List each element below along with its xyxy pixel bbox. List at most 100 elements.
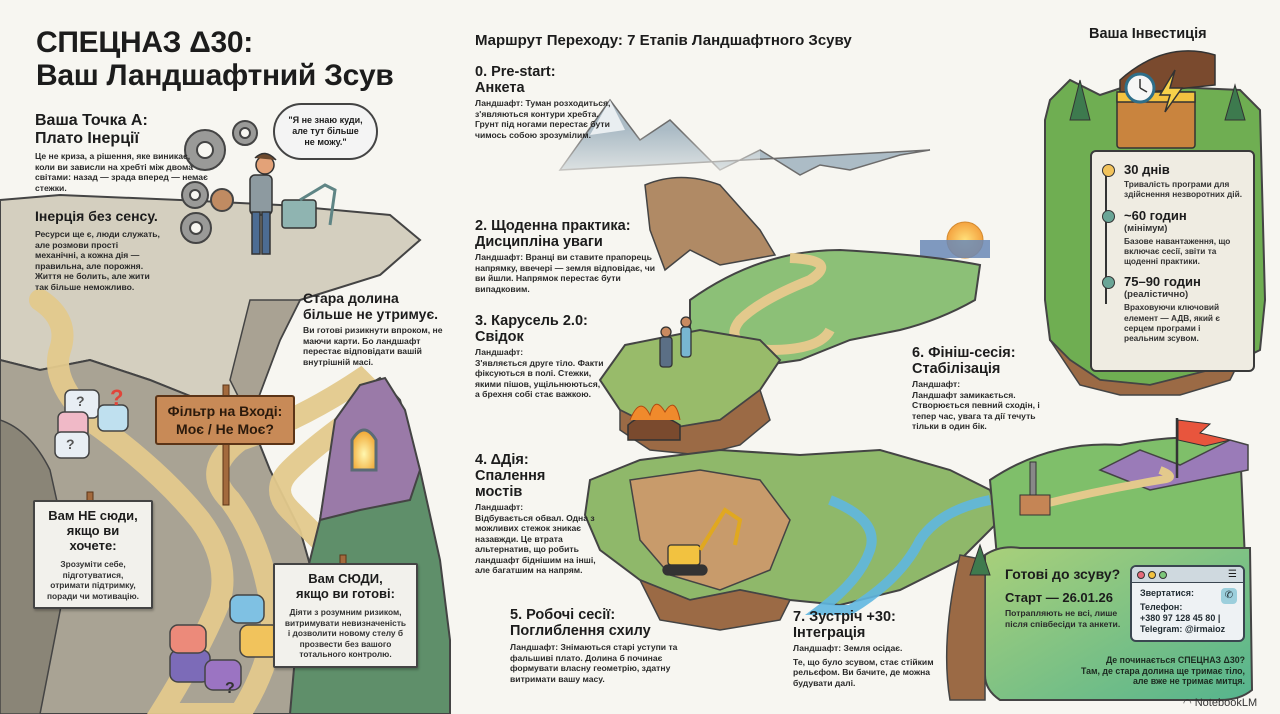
closing-line-1: Де починається СПЕЦНАЗ Δ30? xyxy=(1105,655,1245,665)
stage-7-title-1: 7. Зустріч +30: xyxy=(793,609,896,625)
not-here-text: Зрозуміти себе, підготуватися, отримати … xyxy=(47,559,139,601)
window-dot-yellow xyxy=(1148,571,1156,579)
stage-2-title-1: 2. Щоденна практика: xyxy=(475,218,631,234)
stage-3-title-1: 3. Карусель 2.0: xyxy=(475,313,588,329)
investment-item-title: 75–90 годин xyxy=(1124,274,1201,290)
old-valley-title-1: Стара долина xyxy=(303,290,399,306)
inertia-title: Інерція без сенсу. xyxy=(35,208,158,224)
point-a-section: Ваша Точка А: Плато Інерції Це не криза,… xyxy=(35,112,210,193)
closing-line-3: але вже не тримає митця. xyxy=(1133,676,1245,687)
not-here-title-1: Вам НЕ сюди, xyxy=(48,508,138,523)
stage-4-label: Ландшафт: xyxy=(475,502,524,512)
stage-3-title-2: Свідок xyxy=(475,329,524,345)
contact-window: ☰ Звертатися: ✆ Телефон: +380 97 128 45 … xyxy=(1130,565,1245,642)
investment-item-text: Базове навантаження, що включає сесії, з… xyxy=(1124,235,1231,267)
clock-icon xyxy=(1102,164,1115,177)
contact-label: Звертатися: xyxy=(1140,588,1195,598)
stage-0-title-2: Анкета xyxy=(475,80,525,96)
contact-body: Звертатися: ✆ Телефон: +380 97 128 45 80… xyxy=(1132,583,1243,640)
stage-6-label: Ландшафт: xyxy=(912,379,961,389)
filter-signpost: Фільтр на Вході: Моє / Не Моє? xyxy=(155,395,295,445)
phone-label: Телефон: xyxy=(1140,602,1183,612)
investment-item: 75–90 годин (реалістично) Враховуючи клю… xyxy=(1102,274,1243,344)
window-dot-green xyxy=(1159,571,1167,579)
stage-4-title-1: 4. ΔДія: xyxy=(475,452,529,468)
page-title: СПЕЦНАЗ Δ30: Ваш Ландшафтний Зсув xyxy=(36,26,394,92)
stage-3-label: Ландшафт: xyxy=(475,347,524,357)
notebooklm-logo-icon: ◠ xyxy=(1183,698,1192,709)
cta-section: Готові до зсуву? Старт — 26.01.26 Потрап… xyxy=(1005,566,1125,629)
stage-4-title-3: мостів xyxy=(475,484,523,500)
stage-3-text: З'являється друге тіло. Факти фіксуються… xyxy=(475,357,604,400)
stage-7-title-2: Інтеграція xyxy=(793,625,866,641)
stage-5-title-2: Поглиблення схилу xyxy=(510,623,651,639)
closing-line-2: Там, де стара долина ще тримає тіло, xyxy=(1080,665,1245,676)
point-a-text: Це не криза, а рішення, яке виникає, кол… xyxy=(35,151,208,193)
brand-name: NotebookLM xyxy=(1194,697,1258,709)
investment-item-sub: (реалістично) xyxy=(1124,289,1189,301)
route-title: Маршрут Переходу: 7 Етапів Ландшафтного … xyxy=(475,32,852,49)
inertia-section: Інерція без сенсу. Ресурси ще є, люди сл… xyxy=(35,207,160,292)
inertia-text: Ресурси ще є, люди служать, але розмови … xyxy=(35,229,160,292)
phone-number[interactable]: +380 97 128 45 80 | xyxy=(1140,613,1221,623)
not-here-sign: Вам НЕ сюди, якщо ви хочете: Зрозуміти с… xyxy=(33,500,153,609)
stage-6: 6. Фініш-сесія: Стабілізація Ландшафт: Л… xyxy=(912,345,1062,432)
investment-item-text: Тривалість програми для здійснення незво… xyxy=(1124,179,1243,200)
stage-6-text: Ландшафт замикається. Створюється певний… xyxy=(912,389,1040,432)
closing-question: Де починається СПЕЦНАЗ Δ30? Там, де стар… xyxy=(1040,655,1245,687)
telegram-handle[interactable]: Telegram: @irmaioz xyxy=(1140,624,1226,634)
investment-item-title: 30 днів xyxy=(1124,162,1170,177)
here-sign: Вам СЮДИ, якщо ви готові: Діяти з розумн… xyxy=(273,563,418,668)
stage-7-text: Те, що було зсувом, стає стійким рельєфо… xyxy=(793,656,934,688)
stage-4: 4. ΔДія: Спалення мостів Ландшафт: Відбу… xyxy=(475,452,610,576)
brand-watermark: ◠ NotebookLM xyxy=(1183,697,1257,710)
window-titlebar: ☰ xyxy=(1132,567,1243,583)
title-line-2: Ваш Ландшафтний Зсув xyxy=(36,59,394,92)
investment-item: 30 днів Тривалість програми для здійснен… xyxy=(1102,162,1243,200)
stage-5-title-1: 5. Робочі сесії: xyxy=(510,607,616,623)
question-mark-icon: ? xyxy=(110,385,124,410)
stage-7-label: Ландшафт: Земля осідає. xyxy=(793,643,903,653)
title-line-1: СПЕЦНАЗ Δ30: xyxy=(36,26,253,59)
question-mark-icon: ? xyxy=(225,680,235,697)
stage-6-title-1: 6. Фініш-сесія: xyxy=(912,345,1016,361)
here-text: Діяти з розумним ризиком, витримувати не… xyxy=(284,607,407,659)
here-title-1: Вам СЮДИ, xyxy=(308,571,383,586)
question-mark-icon: ? xyxy=(76,393,85,409)
old-valley-section: Стара долина більше не утримує. Ви готов… xyxy=(303,290,451,367)
timeline-line xyxy=(1105,174,1107,304)
stage-5-text: Ландшафт: Знімаються старі уступи та фал… xyxy=(510,642,678,684)
point-a-title-1: Ваша Точка А: xyxy=(35,112,148,129)
stage-2-text: Ландшафт: Вранці ви ставите прапорець на… xyxy=(475,252,655,294)
stage-2: 2. Щоденна практика: Дисципліна уваги Ла… xyxy=(475,218,660,294)
stage-4-text: Відбувається обвал. Одна з можливих стеж… xyxy=(475,512,596,576)
filter-sign-line-1: Фільтр на Вході: xyxy=(167,403,283,419)
stage-4-title-2: Спалення xyxy=(475,468,546,484)
point-a-title-2: Плато Інерції xyxy=(35,130,139,147)
here-title-2: якщо ви готові: xyxy=(296,586,395,601)
stage-5: 5. Робочі сесії: Поглиблення схилу Ландш… xyxy=(510,607,690,684)
dot-icon xyxy=(1102,276,1115,290)
stage-0: 0. Pre-start: Анкета Ландшафт: Туман роз… xyxy=(475,64,635,140)
thought-bubble: "Я не знаю куди, але тут більше не можу.… xyxy=(273,103,378,160)
cta-start-date: Старт — 26.01.26 xyxy=(1005,590,1113,605)
menu-icon[interactable]: ☰ xyxy=(1228,569,1237,580)
not-here-title-2: якщо ви хочете: xyxy=(66,523,120,553)
investment-card: 30 днів Тривалість програми для здійснен… xyxy=(1090,150,1255,372)
cta-title: Готові до зсуву? xyxy=(1005,566,1121,582)
dot-icon xyxy=(1102,209,1115,223)
question-mark-icon: ? xyxy=(66,436,75,452)
investment-item: ~60 годин (мінімум) Базове навантаження,… xyxy=(1102,208,1243,267)
investment-item-sub: (мінімум) xyxy=(1124,222,1168,234)
old-valley-title-2: більше не утримує. xyxy=(303,306,439,322)
stage-0-title-1: 0. Pre-start: xyxy=(475,64,556,80)
stage-7: 7. Зустріч +30: Інтеграція Ландшафт: Зем… xyxy=(793,609,958,688)
investment-item-text: Враховуючи ключовий елемент — АДВ, який … xyxy=(1124,302,1220,344)
stage-6-title-2: Стабілізація xyxy=(912,361,1001,377)
window-dot-red xyxy=(1137,571,1145,579)
old-valley-text: Ви готові ризикнути впроком, не маючи ка… xyxy=(303,325,443,367)
cta-text: Потрапляють не всі, лише після співбесід… xyxy=(1005,608,1121,629)
filter-sign-line-2: Моє / Не Моє? xyxy=(176,421,274,437)
phone-icon[interactable]: ✆ xyxy=(1221,588,1237,604)
stage-0-text: Ландшафт: Туман розходиться, з'являються… xyxy=(475,98,611,140)
